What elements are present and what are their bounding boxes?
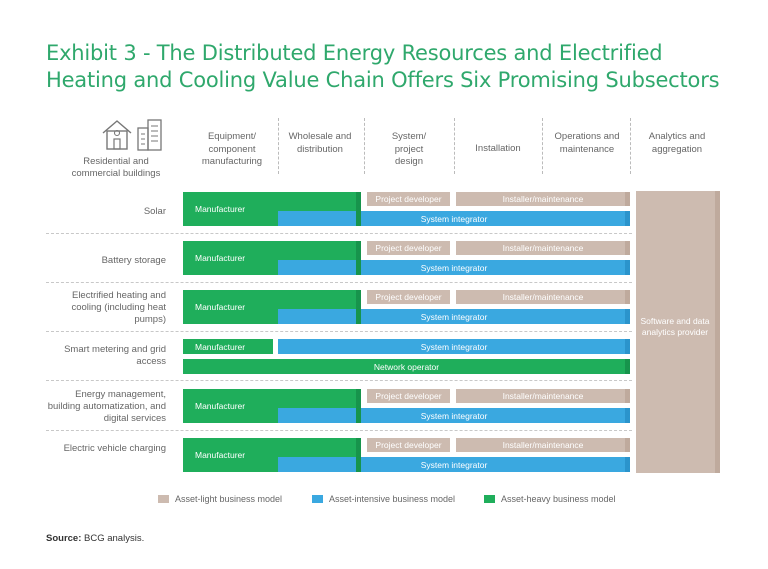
bar-endcap [625,339,630,354]
row-separator [46,430,632,431]
bar-endcap [356,192,361,226]
source-note: Source: BCG analysis. [46,533,144,544]
installer-bar: Installer/maintenance [456,192,630,206]
row-separator [46,331,632,332]
legend-swatch [312,495,323,503]
legend-asset-light: Asset-light business model [158,494,282,504]
bar-endcap [625,438,630,452]
house-icon [100,118,134,157]
project-developer-bar: Project developer [367,438,450,452]
project-developer-bar: Project developer [367,290,450,304]
legend-swatch [158,495,169,503]
column-separator [278,118,279,174]
bar-endcap [356,290,361,324]
column-separator [630,118,631,174]
installer-bar: Installer/maintenance [456,290,630,304]
office-building-icon [136,118,164,157]
analytics-provider-label: Software and data analytics provider [640,316,710,337]
row-separator [46,380,632,381]
provider-endcap [715,191,720,473]
column-header-design: System/ project design [391,131,427,167]
project-developer-bar: Project developer [367,241,450,255]
column-header-analytics: Analytics and aggregation [648,131,706,155]
row-label-battery-storage: Battery storage [101,255,166,266]
installer-bar: Installer/maintenance [456,389,630,403]
row-label-electrified-heating: Electrified heating and cooling (includi… [71,290,166,325]
bar-endcap [625,241,630,255]
bar-endcap [625,290,630,304]
system-integrator-bar: System integrator [278,309,630,324]
bar-endcap [356,241,361,275]
system-integrator-bar: System integrator [278,211,630,226]
row-label-energy-management: Energy management, building automatizati… [47,389,166,424]
exhibit-title: Exhibit 3 - The Distributed Energy Resou… [46,41,720,92]
legend-label: Asset-heavy business model [501,494,616,504]
legend-label: Asset-light business model [175,494,283,504]
column-header-manufacturing: Equipment/ component manufacturing [201,131,263,167]
system-integrator-bar: System integrator [278,457,630,472]
row-separator [46,233,632,234]
row-label-ev-charging: Electric vehicle charging [63,443,166,454]
legend-swatch [484,495,495,503]
source-text: BCG analysis. [84,533,145,544]
project-developer-bar: Project developer [367,389,450,403]
column-header-installation: Installation [475,143,521,154]
legend-label: Asset-intensive business model [329,494,456,504]
installer-bar: Installer/maintenance [456,438,630,452]
system-integrator-bar: System integrator [278,260,630,275]
bar-endcap [625,457,630,472]
column-separator [454,118,455,174]
manufacturer-bar: Manufacturer [183,339,273,354]
bar-endcap [625,389,630,403]
bar-endcap [625,408,630,423]
row-label-solar: Solar [143,206,166,217]
bar-endcap [356,389,361,423]
column-header-wholesale: Wholesale and distribution [288,131,352,155]
legend-asset-intensive: Asset-intensive business model [312,494,455,504]
network-operator-bar: Network operator [183,359,630,374]
installer-bar: Installer/maintenance [456,241,630,255]
column-header-operations: Operations and maintenance [554,131,620,155]
column-separator [542,118,543,174]
buildings-label: Residential and commercial buildings [71,156,161,179]
bar-endcap [356,438,361,472]
project-developer-bar: Project developer [367,192,450,206]
bar-endcap [625,192,630,206]
bar-endcap [625,260,630,275]
bar-endcap [625,211,630,226]
bar-endcap [625,309,630,324]
system-integrator-bar: System integrator [278,339,630,354]
row-label-smart-metering: Smart metering and grid access [64,344,166,367]
source-label: Source: [46,533,82,544]
column-separator [364,118,365,174]
row-separator [46,282,632,283]
bar-endcap [625,359,630,374]
system-integrator-bar: System integrator [278,408,630,423]
analytics-provider-bar [636,191,720,473]
legend-asset-heavy: Asset-heavy business model [484,494,616,504]
